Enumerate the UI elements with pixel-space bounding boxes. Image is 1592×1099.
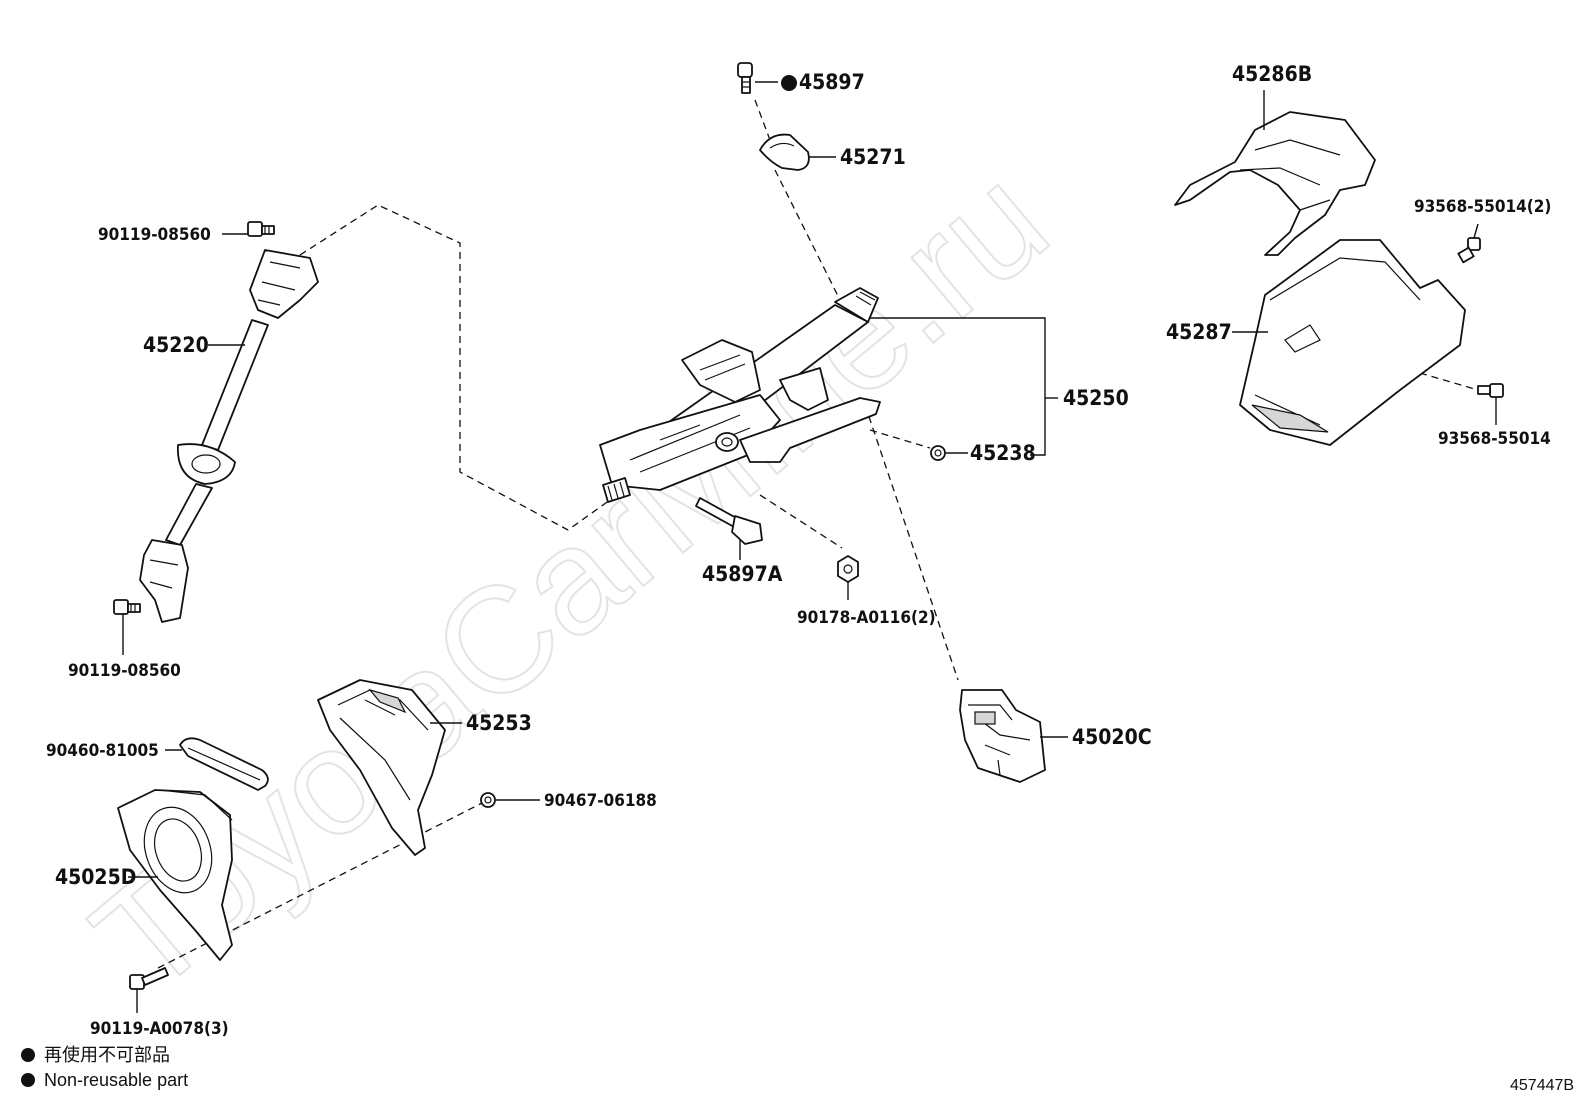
- bolt-45897A[interactable]: [695, 497, 763, 545]
- lock-housing-45020C[interactable]: [959, 689, 1046, 783]
- nut-45238[interactable]: [930, 445, 946, 461]
- label-93568-55014: 93568-55014: [1438, 429, 1551, 449]
- label-90467-06188: 90467-06188: [544, 791, 657, 811]
- upper-cover-45286B[interactable]: [1174, 111, 1376, 256]
- bolt-90119-08560-top[interactable]: [247, 221, 275, 237]
- legend: 再使用不可部品 Non-reusable part: [21, 1045, 188, 1090]
- leader-lines: [122, 81, 1497, 1013]
- steering-column-45250[interactable]: [599, 287, 881, 503]
- label-90460-81005: 90460-81005: [46, 741, 159, 761]
- label-90119-08560-top: 90119-08560: [98, 225, 211, 245]
- bolt-90119-08560-bottom[interactable]: [113, 599, 141, 615]
- label-45238: 45238: [970, 441, 1036, 465]
- label-45020C: 45020C: [1072, 725, 1152, 749]
- clip-90467-06188[interactable]: [480, 792, 496, 808]
- lower-cover-45287[interactable]: [1239, 239, 1466, 446]
- legend-dot-icon-en: [21, 1073, 35, 1087]
- label-45897: 45897: [799, 70, 865, 94]
- label-45286B: 45286B: [1232, 62, 1312, 86]
- label-93568-55014-2: 93568-55014(2): [1414, 197, 1551, 217]
- legend-text-en: Non-reusable part: [44, 1070, 188, 1090]
- label-90178-A0116-2: 90178-A0116(2): [797, 608, 936, 628]
- label-45025D: 45025D: [55, 865, 136, 889]
- label-45271: 45271: [840, 145, 906, 169]
- bolt-90119-A0078[interactable]: [129, 967, 169, 990]
- clamp-45271[interactable]: [759, 133, 810, 171]
- column-hole-cover-45253[interactable]: [317, 679, 446, 856]
- figure-number: 457447B: [1510, 1077, 1574, 1094]
- label-45897A: 45897A: [702, 562, 783, 586]
- band-clamp-90460-81005[interactable]: [179, 737, 269, 791]
- non-reusable-dot-icon: [781, 75, 797, 91]
- label-45287: 45287: [1166, 320, 1232, 344]
- label-45220: 45220: [143, 333, 209, 357]
- label-45253: 45253: [466, 711, 532, 735]
- legend-text-jp: 再使用不可部品: [44, 1045, 170, 1065]
- legend-dot-icon: [21, 1048, 35, 1062]
- dust-seal-45025D[interactable]: [117, 789, 233, 961]
- bolt-45897[interactable]: [737, 62, 797, 94]
- label-90119-08560-bottom: 90119-08560: [68, 661, 181, 681]
- nut-90178-A0116[interactable]: [837, 555, 859, 583]
- label-45250: 45250: [1063, 386, 1129, 410]
- intermediate-shaft-45220[interactable]: [139, 249, 319, 623]
- label-90119-A0078-3: 90119-A0078(3): [90, 1019, 229, 1039]
- assembly-dashed-lines: [157, 99, 1479, 969]
- screw-93568-55014-2[interactable]: [1457, 237, 1481, 264]
- screw-93568-55014[interactable]: [1477, 383, 1504, 398]
